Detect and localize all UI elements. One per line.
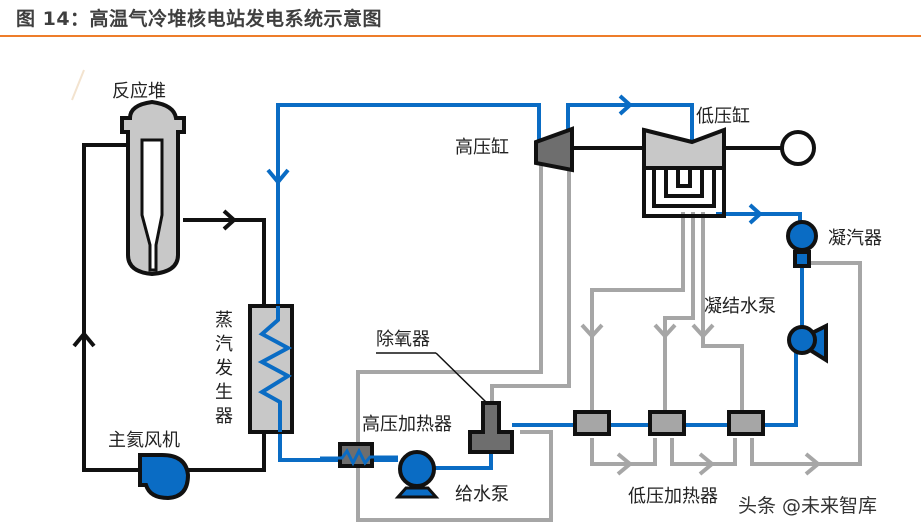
deaerator[interactable] <box>468 401 514 454</box>
reactor-core <box>140 138 164 272</box>
generator-icon[interactable] <box>780 130 816 166</box>
hot-helium-line <box>183 218 266 305</box>
hp-cylinder-label: 高压缸 <box>455 136 509 158</box>
steam-generator-coil <box>257 306 293 432</box>
lp-drain-line-1 <box>590 438 657 466</box>
arrow-right-icon <box>748 203 763 225</box>
figure-title: 图 14：高温气冷堆核电站发电系统示意图 <box>16 8 383 30</box>
arrow-icon <box>580 323 604 339</box>
arrow-icon <box>616 452 634 476</box>
watermark: 头条 @未来智库 <box>738 495 877 517</box>
steam-generator-label: 蒸 汽 发 生 器 <box>215 310 233 427</box>
hp-heater-coil <box>320 447 398 467</box>
arrow-down-icon <box>266 168 290 186</box>
lp-heater-3[interactable] <box>727 410 765 436</box>
helium-blower[interactable] <box>138 453 191 501</box>
helium-blower-label: 主氦风机 <box>108 430 180 451</box>
svg-text:汽: 汽 <box>215 334 233 355</box>
deaerator-label: 除氧器 <box>376 329 430 350</box>
lp-drain-to-condenser <box>750 261 862 466</box>
arrow-icon <box>653 323 677 339</box>
arrow-up-icon <box>72 330 96 348</box>
arrow-icon <box>691 323 715 339</box>
lp-extraction-line-3 <box>701 212 744 418</box>
arrow-icon <box>698 452 716 476</box>
crossover-line <box>566 103 694 140</box>
condensate-pump-label: 凝结水泵 <box>704 296 776 317</box>
svg-text:发: 发 <box>215 358 233 379</box>
deaerator-outlet <box>430 452 493 470</box>
svg-text:生: 生 <box>215 382 233 403</box>
lp-heater-2[interactable] <box>648 410 686 436</box>
hp-cylinder[interactable] <box>534 126 574 173</box>
lp-drain-line-2 <box>670 438 737 466</box>
lp-extraction-line-2 <box>663 212 695 418</box>
hp-extraction-line-2 <box>490 165 571 402</box>
condenser-label: 凝汽器 <box>828 228 882 249</box>
helium-return-line <box>82 143 140 472</box>
condenser[interactable] <box>786 220 818 268</box>
reactor-label: 反应堆 <box>112 81 166 102</box>
lp-heater-1[interactable] <box>573 410 611 436</box>
lp-heater-label: 低压加热器 <box>628 486 718 507</box>
lp-extraction-line-1 <box>590 212 685 418</box>
title-divider <box>0 35 921 37</box>
svg-text:蒸: 蒸 <box>215 310 233 331</box>
arrow-right-icon <box>618 94 633 116</box>
decorative-slash <box>71 69 85 101</box>
hp-extraction-line-1 <box>356 165 553 522</box>
extraction-lines <box>356 165 862 522</box>
condensate-pump[interactable] <box>787 322 828 364</box>
svg-text:器: 器 <box>215 406 233 427</box>
helium-loop <box>72 143 782 472</box>
cold-helium-line <box>188 432 266 472</box>
lp-cylinder-label: 低压缸 <box>696 105 750 127</box>
hp-heater-label: 高压加热器 <box>362 414 452 435</box>
deaerator-leader-line <box>435 352 487 403</box>
feed-pump[interactable] <box>394 450 440 499</box>
main-steam-line <box>276 103 541 310</box>
feed-pump-label: 给水泵 <box>455 484 509 505</box>
arrow-icon <box>804 452 822 476</box>
arrow-right-icon <box>222 209 237 231</box>
lp-cylinder[interactable] <box>642 127 726 218</box>
reactor[interactable] <box>120 99 186 277</box>
